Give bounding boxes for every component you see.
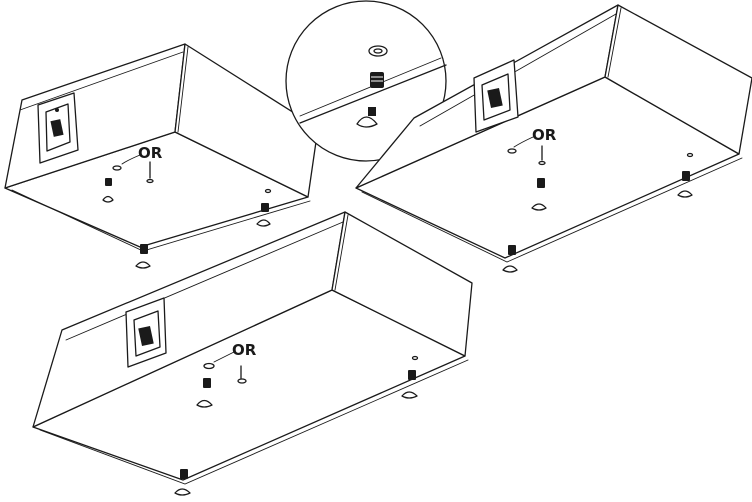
threaded-insert-option-1 bbox=[203, 362, 215, 370]
threaded-insert-option-1 bbox=[507, 148, 517, 154]
or-label: OR bbox=[532, 126, 557, 144]
speaker-terminal-plate bbox=[473, 59, 519, 133]
threaded-insert-option-2 bbox=[146, 161, 154, 184]
foot-bolt-icon bbox=[502, 245, 518, 273]
speaker-terminal-plate bbox=[37, 92, 79, 164]
speaker-terminal-plate bbox=[125, 297, 167, 368]
foot-detail-magnifier bbox=[285, 0, 447, 162]
top-left-speaker: OR bbox=[4, 43, 319, 269]
foot-bolt-icon bbox=[401, 370, 418, 399]
insert-hole bbox=[411, 355, 419, 361]
speaker-side-face bbox=[604, 4, 752, 155]
insert-hole bbox=[686, 152, 694, 158]
threaded-bolt-icon bbox=[370, 72, 384, 88]
foot-bolt-icon bbox=[174, 469, 191, 496]
foot-bolt-icon bbox=[256, 203, 271, 227]
threaded-insert-option-2 bbox=[237, 365, 247, 384]
speaker-side-face bbox=[331, 211, 473, 357]
foot-bolt-icon bbox=[196, 378, 213, 408]
foot-bolt-icon bbox=[677, 171, 693, 198]
foot-bolt-icon bbox=[531, 178, 547, 211]
rubber-foot-icon bbox=[356, 107, 378, 128]
threaded-insert-option-1 bbox=[112, 165, 122, 171]
top-right-speaker: OR bbox=[355, 4, 752, 273]
insert-hole bbox=[264, 188, 272, 194]
insert-hole bbox=[368, 45, 388, 57]
or-label: OR bbox=[232, 341, 257, 359]
magnifier-circle bbox=[285, 0, 447, 162]
foot-bolt-icon bbox=[135, 244, 151, 269]
threaded-insert-option-2 bbox=[538, 145, 546, 166]
or-label: OR bbox=[138, 144, 163, 162]
bottom-speaker: OR bbox=[32, 211, 473, 496]
foot-bolt-icon bbox=[102, 178, 114, 203]
